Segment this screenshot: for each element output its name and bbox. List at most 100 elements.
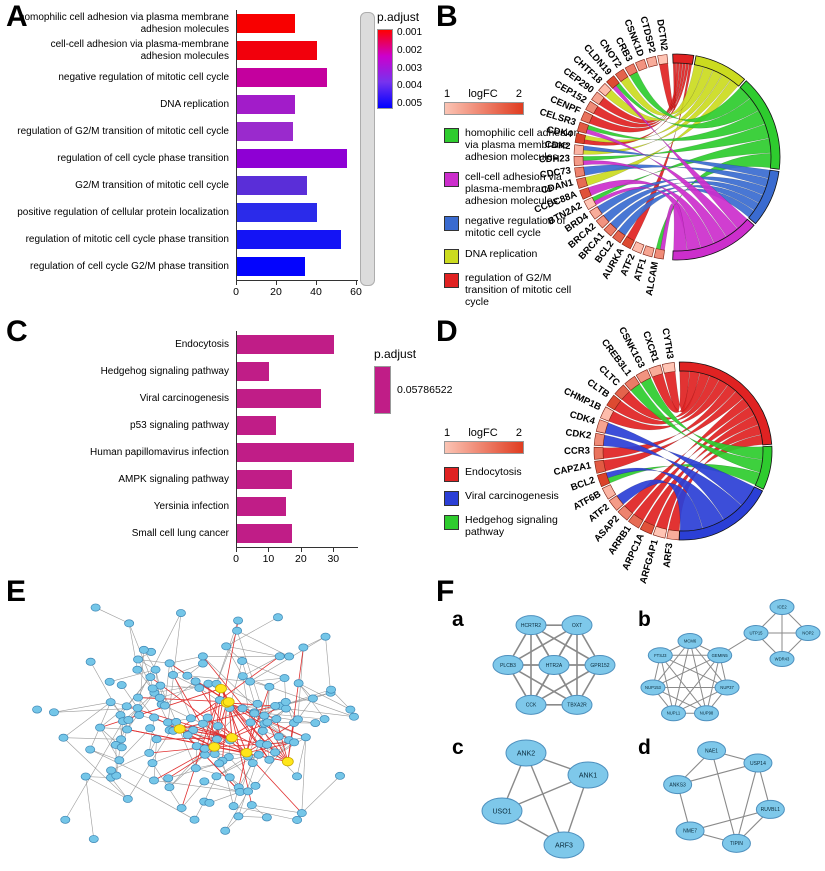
legend-swatch — [444, 248, 459, 264]
category-arc — [672, 218, 755, 261]
network-edge — [242, 676, 251, 723]
x-axis-tick — [268, 548, 270, 552]
gene-label: CYTH3 — [659, 327, 675, 360]
network-node — [204, 798, 215, 807]
hub-node — [281, 756, 294, 767]
network-node — [164, 659, 175, 668]
x-axis-tick — [236, 548, 237, 552]
network-node — [237, 672, 248, 681]
bar-track — [236, 172, 359, 199]
network-edge — [251, 804, 302, 814]
x-axis-tick — [300, 548, 302, 552]
gene-arc — [589, 206, 603, 220]
module-node — [677, 633, 703, 649]
bar-row: Small cell lung cancer — [8, 520, 359, 547]
module-node — [675, 821, 705, 841]
module-node — [714, 679, 740, 696]
module-node-label: MCM6 — [684, 639, 697, 644]
module-node-label: ANKS3 — [669, 782, 686, 788]
legend-item: homophilic cell adhesion via plasma memb… — [444, 127, 584, 163]
network-node — [264, 755, 275, 764]
bar — [237, 335, 335, 354]
logfc-max: 2 — [515, 427, 522, 439]
bar-row: Hedgehog signaling pathway — [8, 358, 359, 385]
module-node — [707, 647, 733, 664]
network-node — [270, 748, 281, 757]
network-node — [145, 673, 156, 682]
bar-track — [236, 412, 359, 439]
padjust-legend-c: p.adjust 0.05786522 — [374, 347, 452, 414]
network-node — [220, 826, 231, 835]
module-node — [647, 647, 673, 664]
bar-category-label: cell-cell adhesion via plasma-membrane a… — [50, 39, 229, 62]
network-node — [116, 681, 127, 689]
gene-arc — [579, 187, 592, 200]
x-axis-tick-label: 60 — [350, 286, 362, 298]
network-node — [122, 725, 133, 734]
network-node — [163, 774, 174, 783]
module-node — [561, 615, 593, 636]
x-axis-tick — [333, 548, 335, 552]
gene-arc — [624, 63, 638, 77]
network-node — [292, 715, 303, 724]
network-edge — [169, 656, 203, 664]
network-node — [246, 801, 257, 810]
bar-row: DNA replication — [8, 91, 359, 118]
legend-swatch — [444, 467, 459, 482]
bar-track — [236, 358, 359, 385]
network-node — [279, 674, 290, 683]
bar-track — [236, 466, 359, 493]
network-edge — [181, 781, 205, 809]
network-node — [296, 809, 307, 818]
network-node — [252, 699, 263, 708]
x-axis-tick — [276, 281, 277, 285]
bar — [237, 68, 327, 87]
module-node-label: NUP153 — [645, 685, 661, 690]
bar-track — [236, 226, 359, 253]
network-node — [221, 642, 232, 651]
x-axis-tick-label: 10 — [262, 553, 275, 565]
bar-row: negative regulation of mitotic cell cycl… — [8, 64, 359, 91]
hub-edge — [179, 728, 241, 793]
network-node — [292, 816, 303, 824]
network-node — [257, 726, 268, 735]
logfc-scale: 1 logFC 2 — [444, 427, 522, 439]
network-node — [345, 705, 356, 714]
network-node — [262, 740, 272, 749]
network-node — [104, 677, 115, 686]
network-node — [80, 772, 91, 781]
hub-edge — [246, 722, 295, 754]
network-node — [105, 698, 116, 707]
module-node — [743, 753, 773, 773]
gene-arc — [624, 375, 640, 391]
gene-arc — [628, 513, 644, 529]
panel-c-label: C — [6, 315, 28, 348]
module-node — [515, 694, 547, 715]
network-edge — [172, 663, 203, 676]
gene-arc — [593, 446, 604, 460]
network-edge — [90, 749, 120, 761]
module-node — [769, 599, 795, 615]
bar — [237, 95, 295, 114]
network-edge — [233, 805, 298, 821]
network-edge — [137, 612, 182, 698]
bar-category-label: negative regulation of mitotic cell cycl… — [58, 71, 229, 83]
bar — [237, 149, 347, 168]
network-node — [164, 783, 175, 792]
network-node — [307, 694, 318, 703]
module-node-label: WDR43 — [775, 657, 790, 662]
network-node — [134, 711, 145, 720]
network-edge — [85, 776, 128, 800]
hub-edge — [137, 697, 229, 703]
network-node — [188, 726, 199, 735]
network-edge — [236, 630, 290, 657]
hub-edge — [231, 737, 303, 814]
gene-arc — [657, 54, 669, 66]
network-edge — [297, 698, 314, 720]
gene-arc — [601, 484, 617, 500]
module-edge — [673, 640, 691, 714]
network-edge — [269, 739, 290, 760]
